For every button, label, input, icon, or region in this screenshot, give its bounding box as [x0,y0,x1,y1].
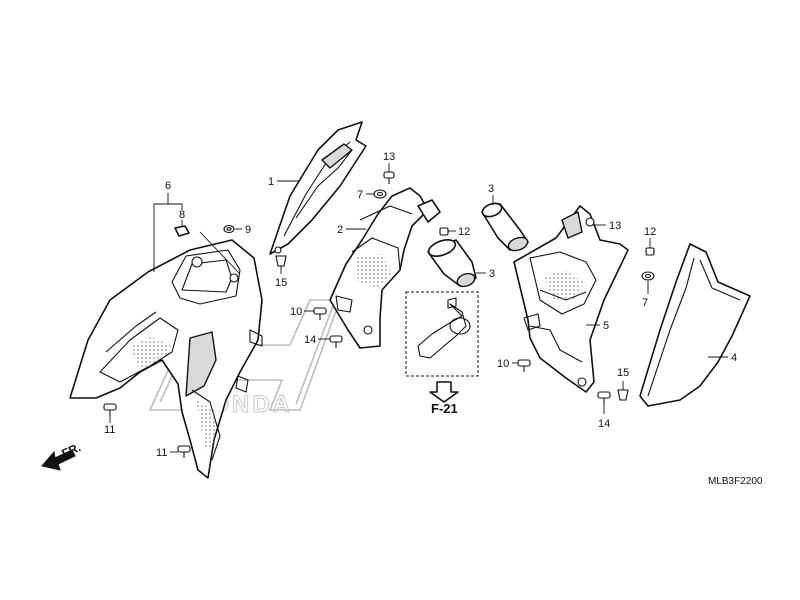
part-13-bolt-a [383,171,395,184]
callout-5: 5 [603,320,609,332]
hose-band-group [405,291,479,377]
callout-14-upper: 14 [304,334,316,346]
part-14-screw-a [329,335,343,348]
part-5-inner-cover [513,205,629,393]
part-7-grommet-b [641,271,655,281]
part-15-clip-a [275,255,287,267]
callout-9: 9 [245,224,251,236]
callout-15-upper: 15 [275,277,287,289]
callout-11-upper: 11 [104,424,115,436]
callout-3-upper: 3 [488,183,494,195]
part-10-screw-b [517,359,531,372]
callout-2: 2 [337,224,343,236]
callout-13-lower: 13 [609,220,621,232]
part-13-bolt-b [585,217,595,227]
callout-1: 1 [268,176,274,188]
reference-arrow [429,381,459,403]
part-8-clip [174,225,190,237]
part-15-clip-b [617,389,629,401]
callout-12-lower: 12 [644,226,656,238]
callout-11-lower: 11 [156,447,167,459]
part-11-screw-a [103,403,117,416]
callouts: 1 2 3 3 4 5 6 7 7 8 9 10 10 [104,151,737,459]
part-6-under-cowl [69,239,263,479]
callout-6: 6 [165,180,171,192]
reference-label: F-21 [431,401,458,416]
part-3-duct-upper [481,202,529,252]
front-arrow-icon [41,449,76,471]
callout-4: 4 [731,352,737,364]
diagram-code: MLB3F2200 [708,476,763,487]
part-11-screw-b [177,445,191,458]
callout-3-lower: 3 [489,268,495,280]
callout-14-lower: 14 [598,418,610,430]
dashed-frame [405,291,479,377]
callout-7-lower: 7 [642,297,648,309]
part-10-screw-a [313,307,327,320]
callout-8: 8 [179,209,185,221]
part-12-nut-a [439,227,449,236]
callout-10-upper: 10 [290,306,302,318]
part-14-screw-b [597,391,611,404]
part-4-side-panel [639,243,751,407]
callout-7-upper: 7 [357,189,363,201]
front-label: FR. [60,440,83,461]
part-1-side-panel [269,121,367,255]
part-2-inner-bracket [329,187,441,349]
front-direction-indicator: FR. [41,440,83,471]
callout-15-lower: 15 [617,367,629,379]
callout-13-upper: 13 [383,151,395,163]
callout-12-upper: 12 [458,226,470,238]
part-12-nut-b [645,247,655,256]
part-7-grommet-a [373,189,387,199]
callout-10-lower: 10 [497,358,509,370]
part-9-washer [223,224,235,234]
part-3-duct-lower [427,239,477,288]
